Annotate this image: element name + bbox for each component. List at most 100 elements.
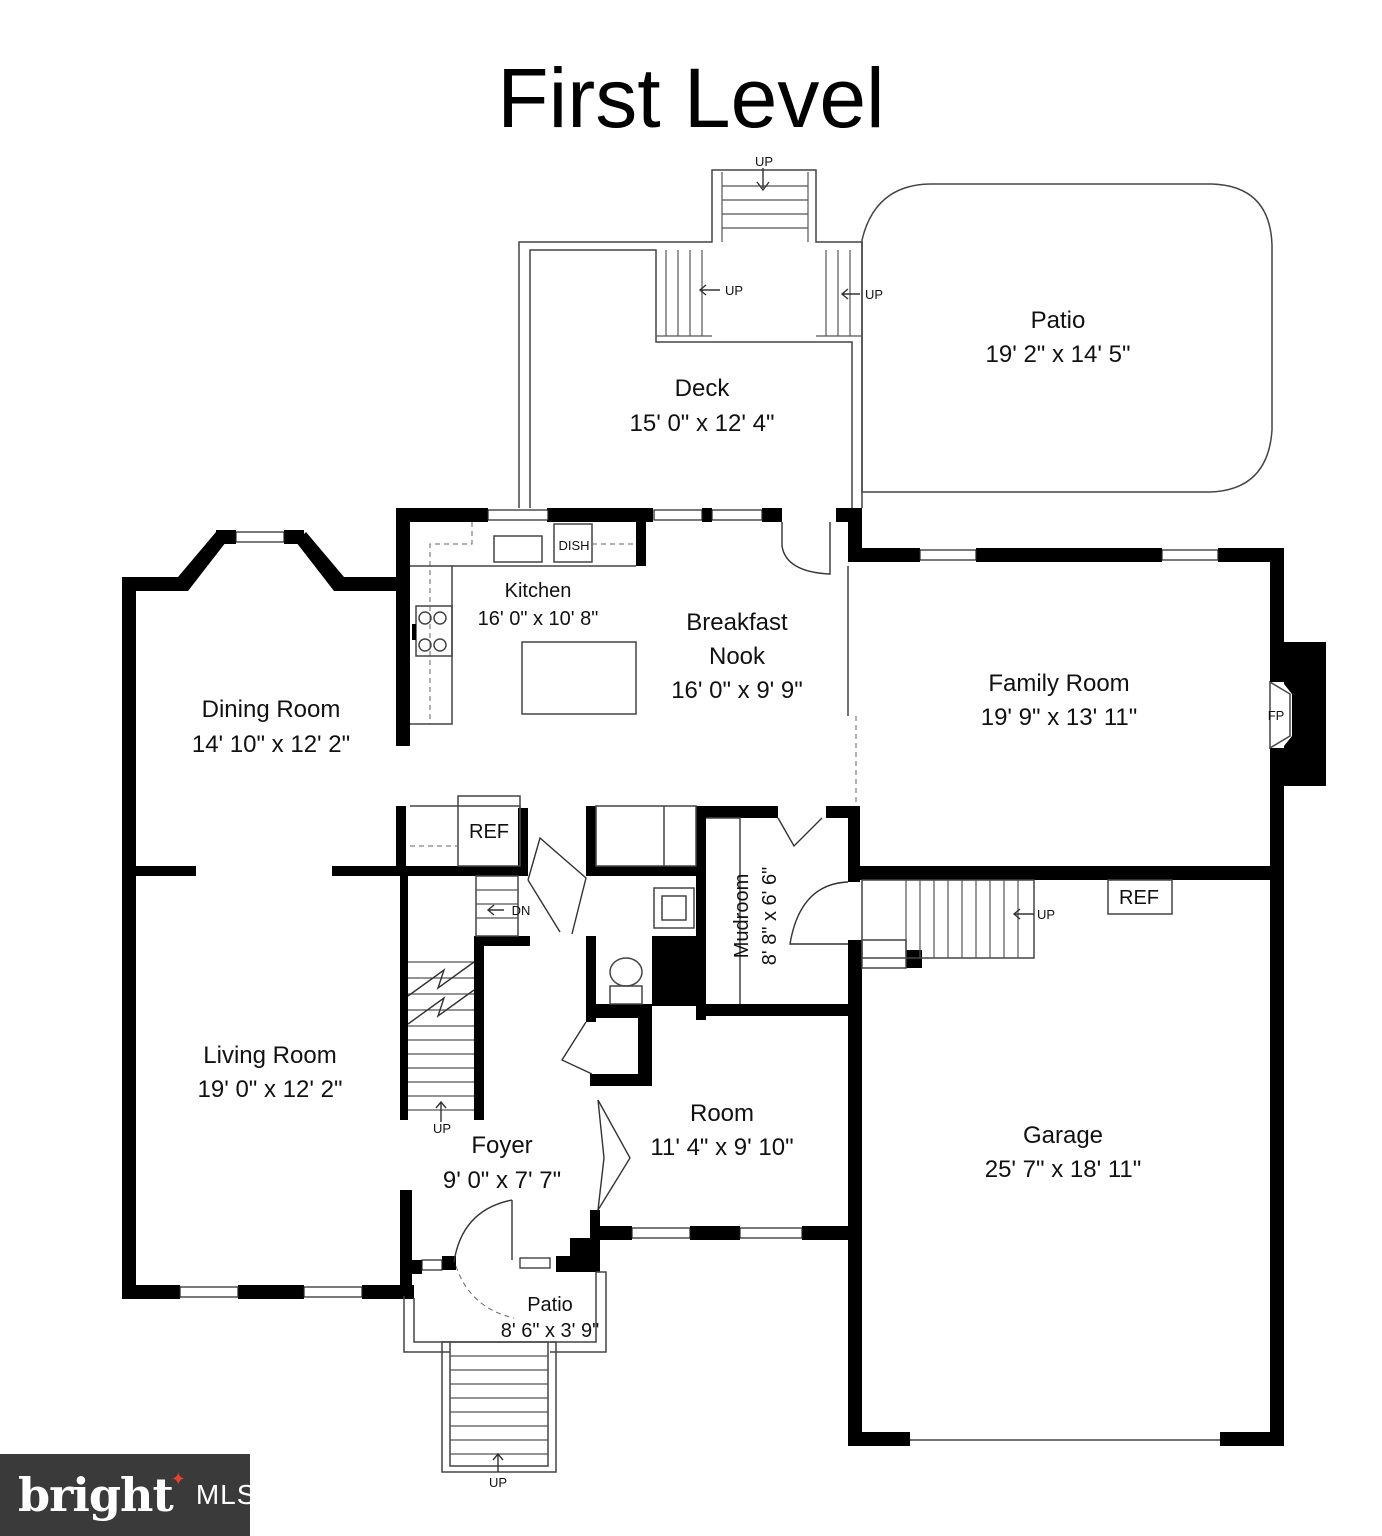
- main-stairs: [407, 875, 519, 1111]
- plan-title: First Level: [497, 51, 884, 145]
- stairs-up-label: UP: [725, 283, 743, 298]
- door-swing: [560, 1021, 593, 1075]
- fireplace: [1284, 642, 1326, 786]
- toilet: [609, 957, 643, 987]
- burner: [433, 638, 447, 652]
- wall: [1270, 548, 1284, 682]
- bright-mls-logo: bright ✦ MLS: [0, 1454, 255, 1536]
- garage-name: Garage: [1023, 1122, 1103, 1149]
- stairs-up-label: UP: [865, 287, 883, 302]
- burner: [418, 638, 432, 652]
- wall: [848, 508, 862, 560]
- mudroom-name: Mudroom: [731, 874, 753, 958]
- wall: [586, 866, 706, 876]
- arrow-left-icon: [486, 904, 504, 916]
- sink: [493, 535, 543, 563]
- deck-stairs-left: [656, 250, 712, 337]
- wall: [848, 806, 860, 882]
- wall: [848, 1432, 910, 1446]
- arrow-up-icon: [435, 1100, 447, 1122]
- burner: [433, 611, 447, 625]
- refrigerator: [457, 795, 521, 867]
- door-swing: [781, 522, 831, 575]
- stairs-up-label: UP: [755, 154, 773, 169]
- wall: [586, 806, 596, 876]
- mudroom-size: 8' 8" x 6' 6": [759, 867, 781, 966]
- fireplace-label: FP: [1268, 708, 1285, 723]
- wall: [408, 1260, 422, 1274]
- sink-basin: [661, 895, 687, 921]
- wall: [400, 876, 408, 1120]
- door-swing: [789, 881, 849, 945]
- wall: [412, 624, 416, 640]
- breakfast-name-line1: Breakfast: [686, 609, 788, 636]
- wall: [332, 866, 526, 876]
- fireplace-hearth: [1269, 680, 1291, 750]
- wall: [474, 936, 484, 1120]
- wall: [590, 1074, 652, 1086]
- front-patio-outline: [413, 1272, 597, 1343]
- room-name: Room: [690, 1100, 754, 1127]
- wall: [762, 508, 782, 522]
- living-room-name: Living Room: [203, 1042, 336, 1069]
- wall: [122, 577, 136, 1297]
- wall: [1218, 548, 1284, 562]
- front-patio-outline: [403, 1271, 607, 1353]
- kitchen-island: [521, 641, 637, 715]
- mudroom-bench: [706, 817, 741, 1004]
- wall: [547, 508, 653, 522]
- foyer-name: Foyer: [471, 1132, 532, 1159]
- logo-suffix: MLS: [195, 1479, 257, 1510]
- front-patio-name: Patio: [527, 1294, 573, 1316]
- wall: [400, 1190, 412, 1294]
- stairs-down-label: DN: [512, 903, 531, 918]
- wall: [518, 808, 528, 876]
- window: [1161, 549, 1219, 561]
- front-patio-size: 8' 6" x 3' 9": [501, 1320, 600, 1342]
- wall: [556, 1256, 600, 1272]
- wall: [396, 508, 410, 746]
- wall: [442, 1256, 456, 1270]
- deck-outline: [518, 169, 863, 508]
- window: [919, 549, 977, 561]
- window: [179, 1286, 239, 1298]
- back-patio-name: Patio: [1031, 307, 1086, 334]
- arrow-left-icon: [1012, 908, 1034, 920]
- wall: [696, 806, 778, 818]
- wall: [1270, 866, 1284, 1446]
- cabinet: [595, 805, 697, 867]
- window: [711, 509, 763, 521]
- deck-stairs-right: [816, 250, 862, 337]
- wall: [976, 548, 1162, 562]
- wall: [586, 936, 596, 1022]
- room-size: 11' 4" x 9' 10": [650, 1134, 793, 1161]
- family-room-name: Family Room: [988, 670, 1129, 697]
- front-door-swing: [453, 1199, 513, 1263]
- wall: [396, 806, 406, 876]
- arrow-left-icon: [698, 284, 720, 296]
- toilet-tank: [609, 985, 643, 1005]
- dishwasher-label: DISH: [558, 538, 589, 553]
- counter-outline: [429, 522, 473, 725]
- wall: [178, 532, 226, 591]
- front-steps: [441, 1341, 557, 1473]
- dining-room-size: 14' 10" x 12' 2": [192, 731, 350, 758]
- back-patio-outline: [861, 183, 1273, 493]
- window: [421, 1259, 443, 1271]
- window: [519, 1257, 551, 1269]
- wall: [652, 936, 696, 1006]
- window: [653, 509, 703, 521]
- wall: [122, 1285, 180, 1299]
- arrow-up-icon: [756, 168, 770, 192]
- foyer-size: 9' 0" x 7' 7": [443, 1167, 561, 1194]
- dining-room-name: Dining Room: [202, 696, 341, 723]
- wall: [396, 508, 488, 522]
- refrigerator-label: REF: [469, 821, 509, 843]
- deck-stairs-top: [721, 172, 809, 242]
- garage-stairs: [861, 879, 1035, 969]
- family-room-size: 19' 9" x 13' 11": [981, 704, 1138, 731]
- wall: [216, 530, 236, 544]
- dishwasher: [553, 523, 593, 563]
- wall: [590, 1226, 632, 1240]
- wall: [802, 1226, 862, 1240]
